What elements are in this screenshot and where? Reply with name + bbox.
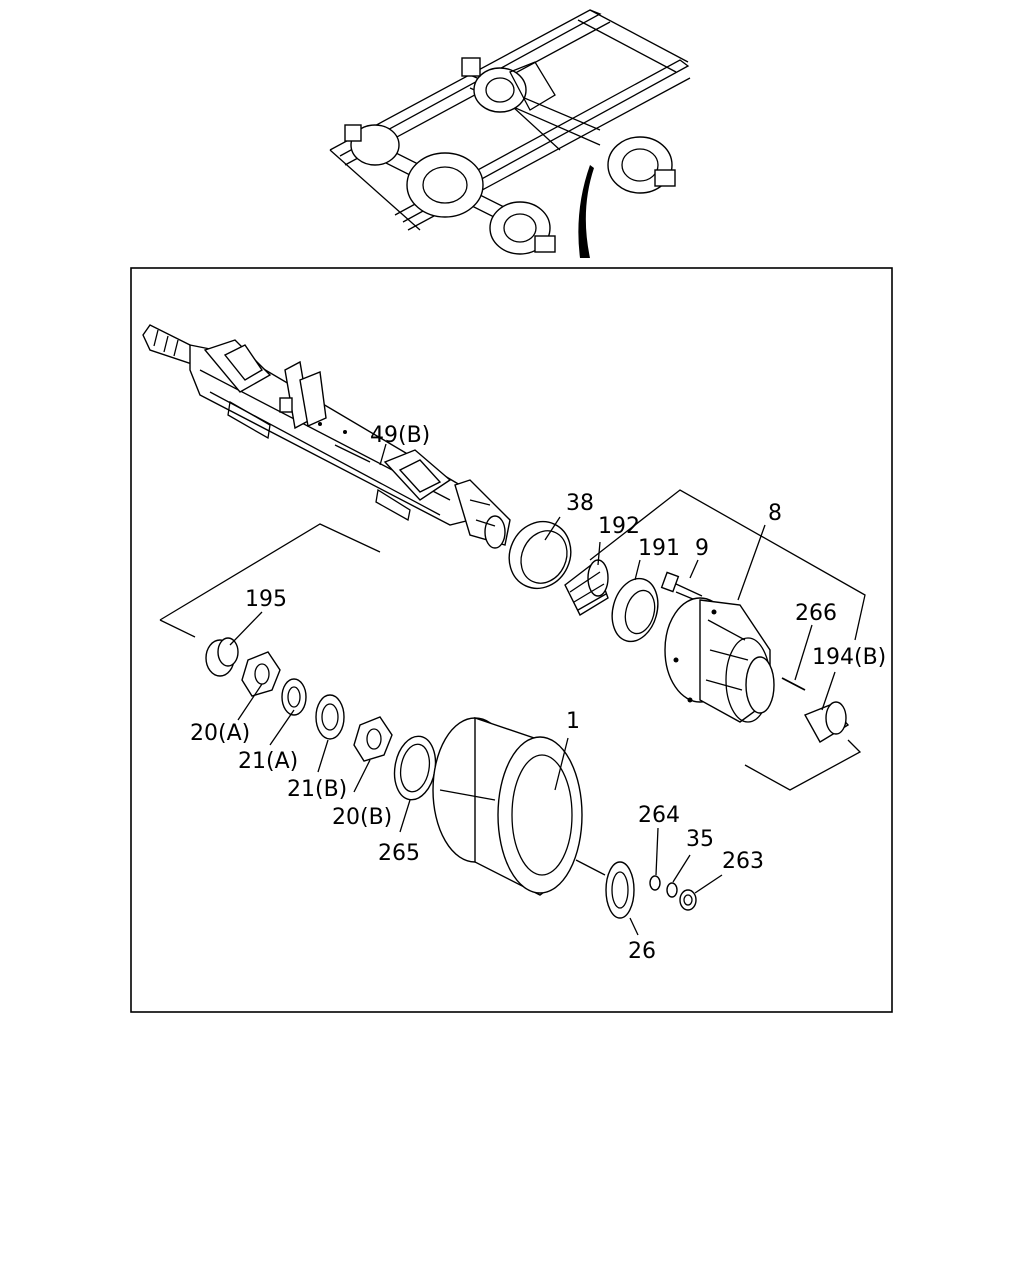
bolt-9 [660, 571, 703, 603]
label-9: 9 [695, 536, 709, 561]
bearing-cup-191 [611, 577, 659, 643]
label-265: 265 [378, 841, 420, 866]
nut-263 [679, 889, 697, 911]
detail-frame [130, 267, 893, 1013]
washer-264 [649, 875, 661, 891]
oil-seal-38 [508, 520, 572, 590]
part-labels: 49(B) 38 192 191 9 8 266 194(B) 195 20(A… [190, 423, 886, 964]
label-38: 38 [566, 491, 594, 516]
wheel-hub-8 [664, 597, 775, 723]
washer-21a [281, 678, 307, 716]
label-264: 264 [638, 803, 680, 828]
label-194b: 194(B) [812, 645, 886, 670]
label-192: 192 [598, 514, 640, 539]
washer-35 [666, 882, 678, 898]
lock-nut-195 [205, 637, 239, 677]
label-20b: 20(B) [332, 805, 392, 830]
label-21b: 21(B) [287, 777, 347, 802]
stud-266 [781, 677, 806, 691]
label-35: 35 [686, 827, 714, 852]
label-26: 26 [628, 939, 656, 964]
axle-beam [142, 324, 511, 549]
label-21a: 21(A) [238, 749, 298, 774]
hex-nut-20a [241, 651, 281, 697]
label-191: 191 [638, 536, 680, 561]
label-8: 8 [768, 501, 782, 526]
label-266: 266 [795, 601, 837, 626]
leader-lines [159, 443, 866, 936]
race-194b [804, 701, 850, 743]
label-263: 263 [722, 849, 764, 874]
label-20a: 20(A) [190, 721, 250, 746]
label-49b: 49(B) [370, 423, 430, 448]
label-1: 1 [566, 709, 580, 734]
bearing-192 [564, 559, 609, 616]
brake-drum-1 [432, 717, 583, 896]
chassis-overview [329, 9, 691, 258]
plate-26 [605, 861, 635, 919]
hex-nut-20b [353, 716, 393, 762]
lock-washer-21b [315, 694, 345, 740]
label-195: 195 [245, 587, 287, 612]
